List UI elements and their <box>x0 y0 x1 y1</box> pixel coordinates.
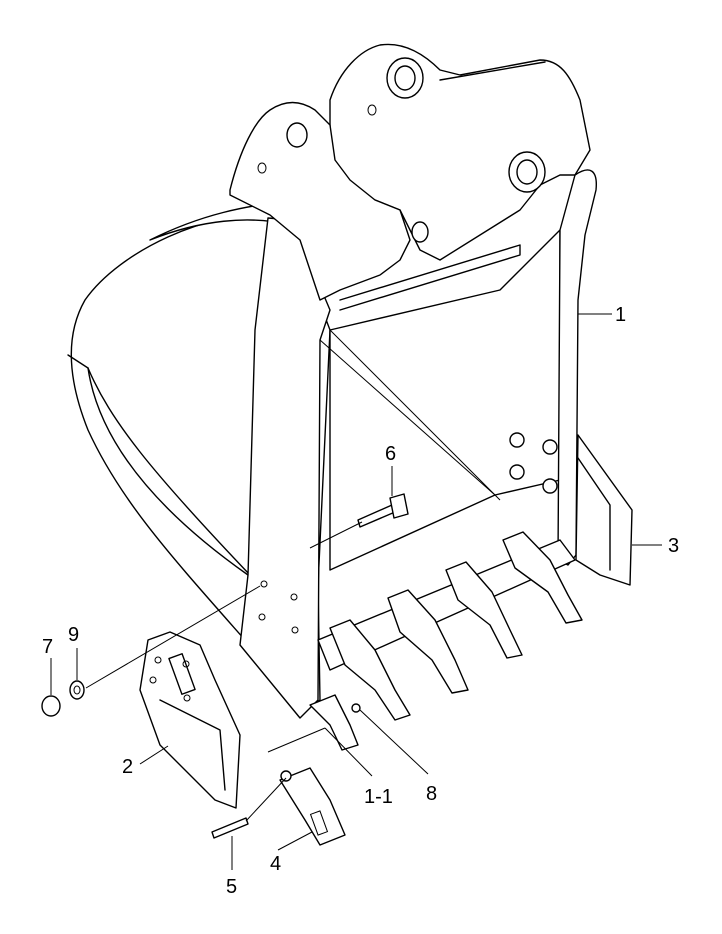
callout-7: 7 <box>42 636 53 658</box>
nut <box>41 695 61 717</box>
leader-lines <box>50 313 662 870</box>
side-bolts <box>509 432 558 494</box>
pin <box>211 817 249 839</box>
washer <box>69 680 85 700</box>
retainer <box>351 703 361 713</box>
callout-4: 4 <box>270 853 281 875</box>
callout-6: 6 <box>385 443 396 465</box>
tooth-point <box>279 767 346 846</box>
callout-1: 1 <box>615 304 626 326</box>
side-cutter-left <box>139 631 241 809</box>
bolt <box>357 493 409 528</box>
callout-8: 8 <box>426 783 437 805</box>
side-cutter-right <box>575 434 633 586</box>
callout-3: 3 <box>668 535 679 557</box>
callout-labels: 1 2 3 4 5 6 7 8 9 1-1 <box>42 304 679 898</box>
bucket-teeth <box>309 531 583 751</box>
callout-2: 2 <box>122 756 133 778</box>
bucket-body <box>67 43 597 719</box>
callout-9: 9 <box>68 624 79 646</box>
callout-5: 5 <box>226 876 237 898</box>
callout-1-1: 1-1 <box>364 786 393 808</box>
